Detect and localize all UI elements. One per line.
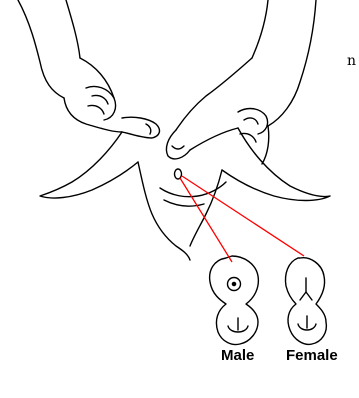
female-vent-inset [286, 258, 327, 345]
turtle-body [40, 128, 330, 260]
pointer-lines [180, 176, 304, 262]
pointer-line-male [180, 178, 232, 262]
pointer-line-female [182, 176, 304, 256]
female-label: Female [286, 346, 338, 366]
male-label: Male [221, 346, 254, 366]
right-hand [166, 0, 316, 164]
male-vent-inset [210, 256, 259, 345]
edge-text-fragment: n [347, 52, 356, 70]
left-hand [18, 0, 159, 138]
